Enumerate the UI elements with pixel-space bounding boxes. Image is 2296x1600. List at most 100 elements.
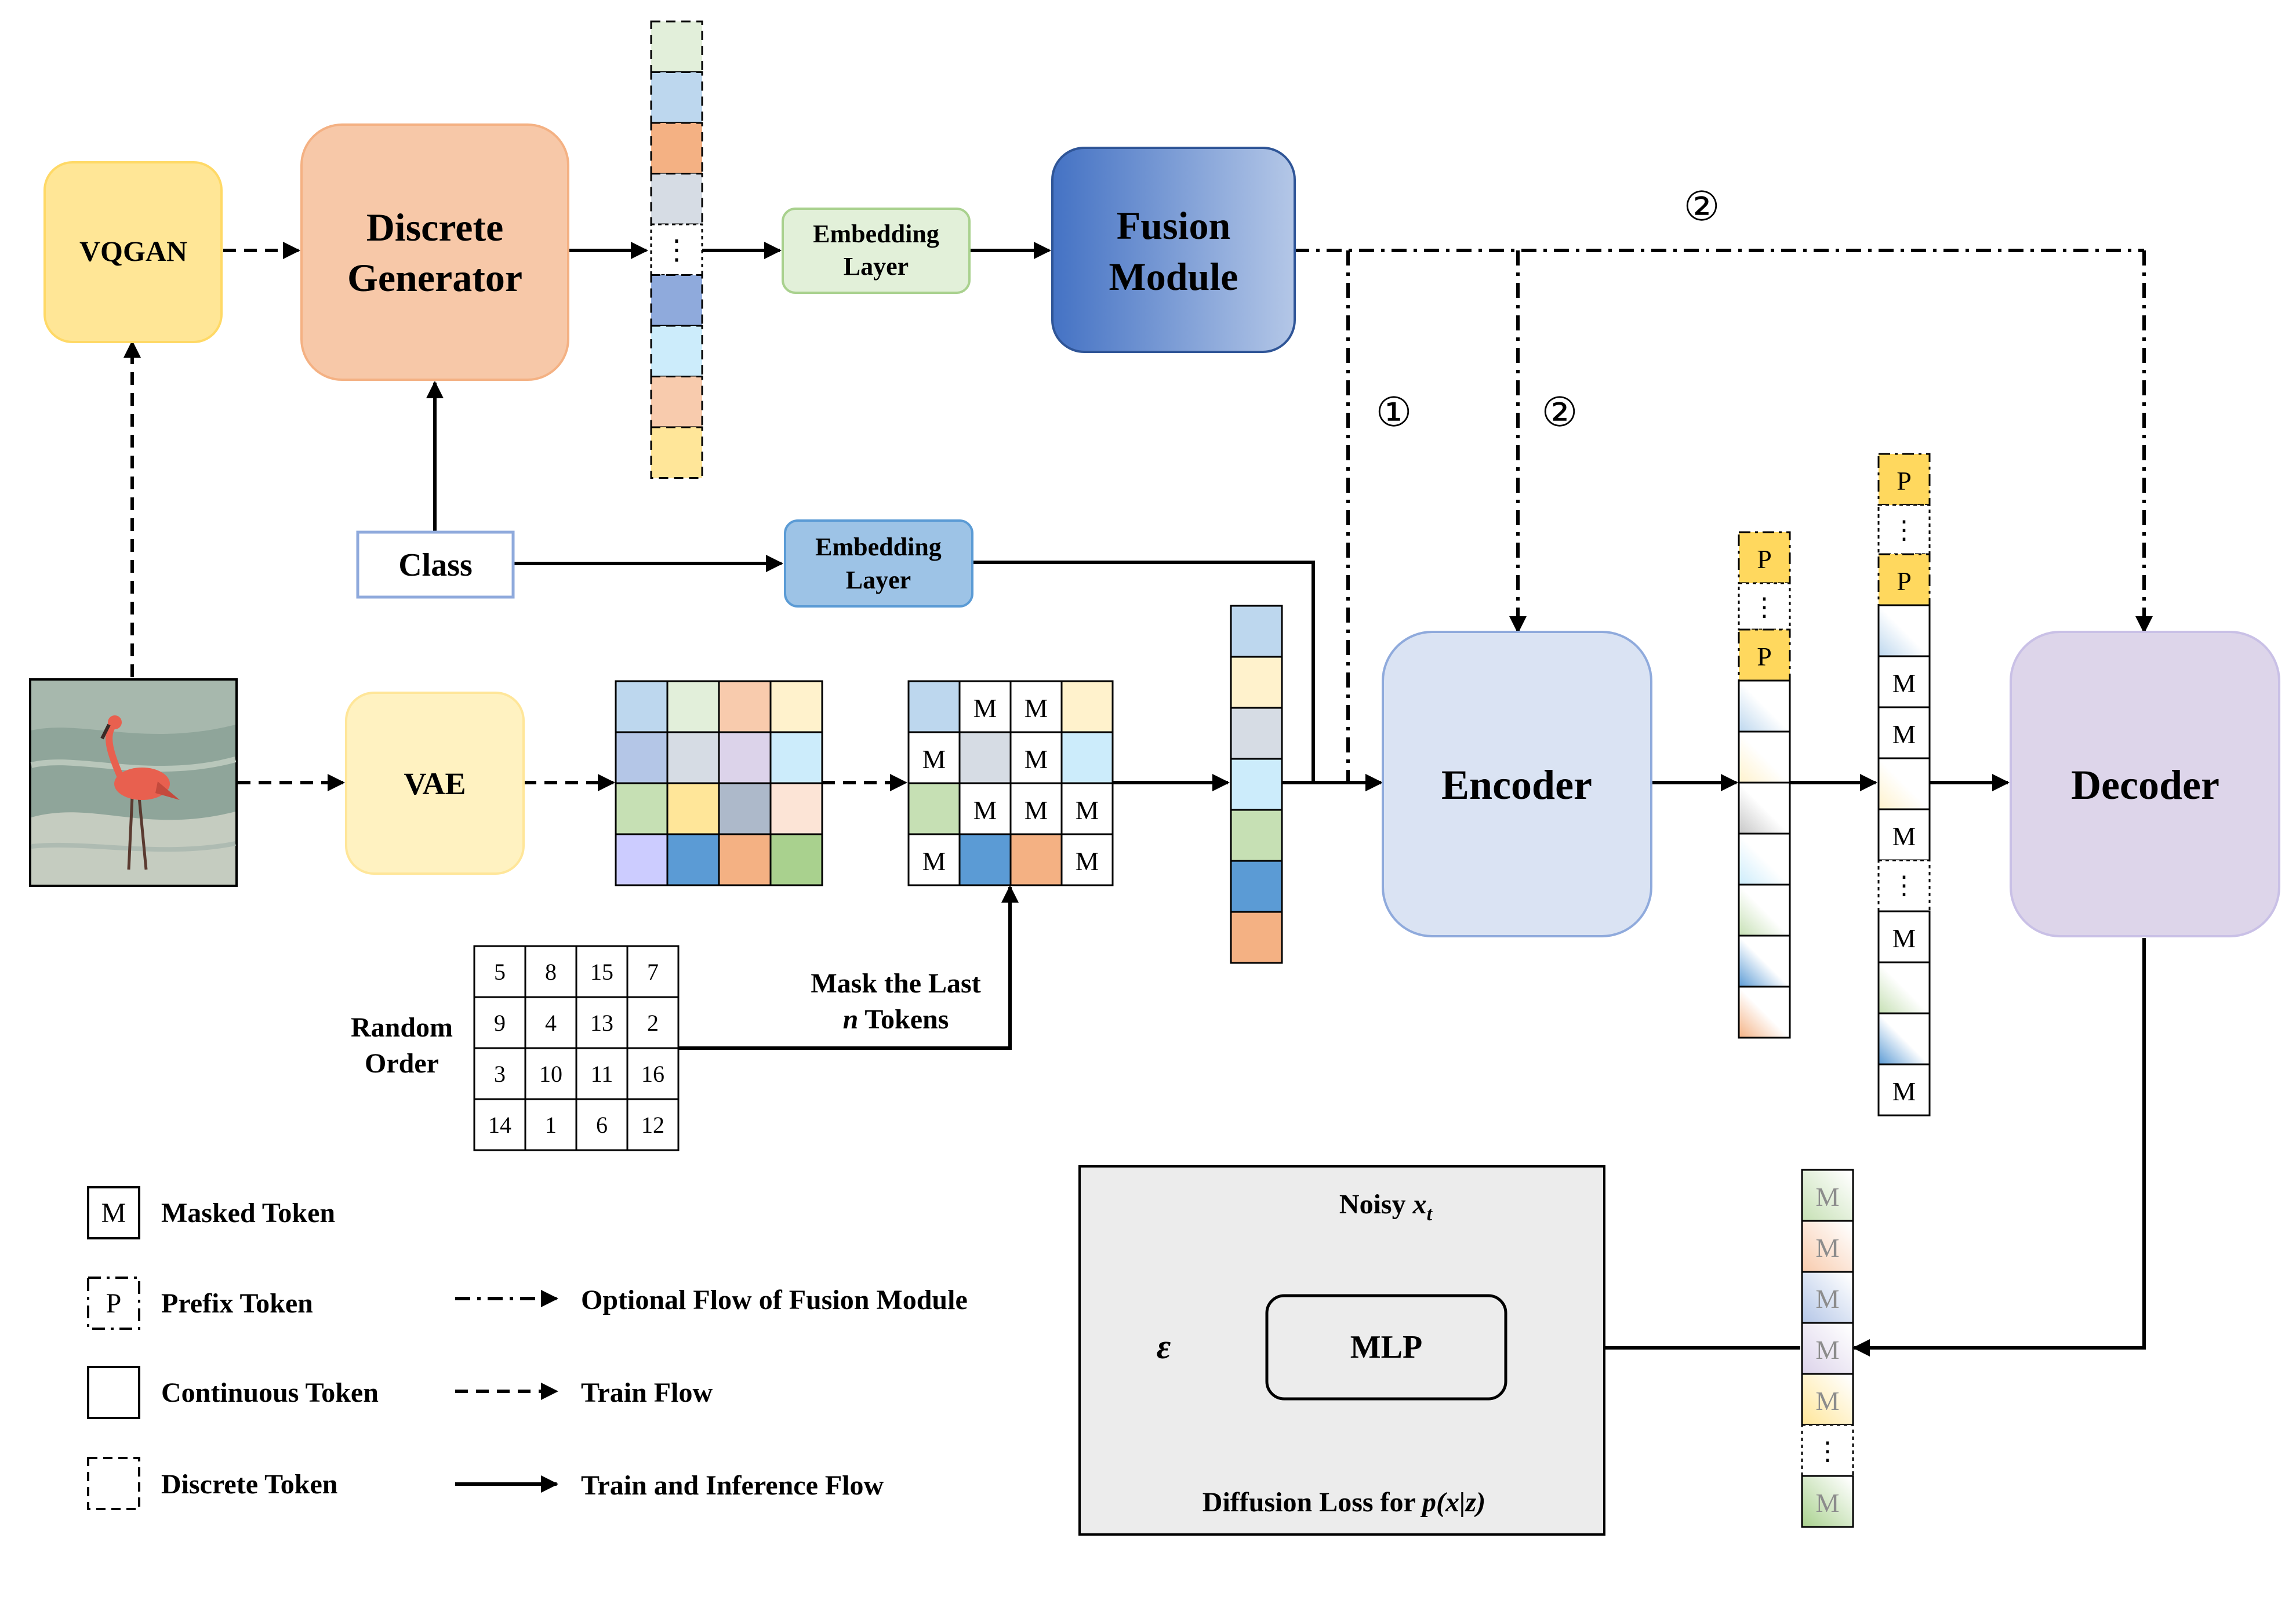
discrete-token-column: ⋮	[650, 20, 703, 479]
masked-token	[1060, 782, 1114, 835]
latent-token	[1801, 1475, 1854, 1528]
encoded-token	[1738, 730, 1791, 784]
continuous-token	[1230, 809, 1283, 862]
flow-decoder-to-latent	[1852, 938, 2146, 1357]
fusion-module-label-2: Module	[1109, 254, 1238, 299]
masked-token	[1877, 1063, 1931, 1117]
encoded-token	[1738, 986, 1791, 1039]
encoded-token	[1738, 883, 1791, 937]
latent-token-label: M	[1816, 1386, 1840, 1416]
discrete-generator-label-1: Discrete	[366, 205, 504, 249]
masked-token	[1877, 655, 1931, 708]
order-cell-value: 16	[641, 1061, 664, 1087]
vae-block: VAE	[345, 692, 525, 875]
prefix-token	[1877, 453, 1931, 506]
masked-token-label: M	[1025, 693, 1048, 723]
encoder-output-column: P⋮P	[1738, 531, 1791, 1039]
vae-label: VAE	[404, 766, 466, 801]
masked-token-label: M	[1076, 846, 1099, 876]
vae-token	[769, 731, 823, 784]
discrete-token	[650, 426, 703, 479]
order-cell	[626, 1047, 680, 1100]
order-cell-value: 2	[647, 1010, 659, 1036]
masked-token	[1877, 910, 1931, 963]
order-cell-value: 1	[545, 1112, 557, 1138]
random-order-label-2: Order	[365, 1048, 439, 1079]
continuous-token	[1230, 707, 1283, 760]
noisy-var: x	[1412, 1189, 1427, 1220]
masked-token-label: M	[1892, 923, 1916, 953]
order-cell	[626, 1098, 680, 1151]
continuous-token-column	[1230, 605, 1283, 964]
discrete-generator-block: Discrete Generator	[300, 123, 569, 381]
masked-token	[1009, 782, 1063, 835]
class-label: Class	[398, 547, 473, 583]
visible-token	[958, 833, 1012, 886]
order-cell-value: 8	[545, 959, 557, 985]
masked-token	[907, 833, 961, 886]
order-cell-value: 9	[494, 1010, 506, 1036]
vae-token	[769, 680, 823, 733]
order-cell-value: 6	[596, 1112, 608, 1138]
visible-token	[958, 731, 1012, 784]
discrete-token	[650, 122, 703, 174]
legend-prefix-token: Prefix Token	[161, 1288, 313, 1319]
masked-token-label: M	[922, 744, 946, 774]
vae-token	[615, 680, 669, 733]
order-cell	[626, 996, 680, 1049]
ellipsis-label: ⋮	[1891, 871, 1917, 900]
discrete-token	[650, 20, 703, 73]
latent-token-label: M	[1816, 1233, 1840, 1263]
ellipsis-label: ⋮	[1891, 516, 1917, 544]
masked-token-label: M	[1892, 719, 1916, 749]
visible-token	[1060, 731, 1114, 784]
prefix-token-label: P	[1757, 544, 1772, 574]
visible-token	[1060, 680, 1114, 733]
optional-flow-to-encoder-1	[1346, 250, 1383, 791]
ellipsis-token	[1877, 504, 1931, 555]
vae-token	[666, 782, 720, 835]
epsilon-label: ε	[1157, 1328, 1171, 1366]
latent-token-label: M	[1816, 1284, 1840, 1314]
latent-token	[1801, 1169, 1854, 1222]
order-cell-value: 11	[591, 1061, 613, 1087]
decoder-input-token	[1877, 604, 1931, 657]
vae-token-grid	[615, 680, 823, 886]
visible-token	[907, 782, 961, 835]
noisy-label-text: Noisy	[1339, 1189, 1413, 1220]
continuous-token	[1230, 758, 1283, 811]
order-cell	[575, 1098, 629, 1151]
vae-token	[615, 731, 669, 784]
vae-token	[718, 833, 772, 886]
vqgan-block: VQGAN	[43, 161, 223, 343]
embedding-layer-top: Embedding Layer	[782, 208, 971, 294]
vae-token	[718, 782, 772, 835]
continuous-token	[1230, 860, 1283, 913]
vae-token	[718, 680, 772, 733]
order-cell	[626, 945, 680, 998]
vae-token	[769, 833, 823, 886]
mask-caption-var: n	[843, 1004, 859, 1035]
mask-caption-line1: Mask the Last	[811, 968, 980, 999]
flow-marker-one: ①	[1376, 391, 1412, 435]
legend-continuous-swatch	[87, 1366, 140, 1419]
continuous-token	[1230, 656, 1283, 709]
order-cell-value: 3	[494, 1061, 506, 1087]
masked-token-label: M	[973, 693, 997, 723]
order-cell-value: 13	[590, 1010, 613, 1036]
encoder-block: Encoder	[1382, 631, 1652, 937]
order-cell-value: 15	[590, 959, 613, 985]
decoder-input-token	[1877, 1012, 1931, 1066]
masked-token	[1060, 833, 1114, 886]
mlp-block	[1265, 1294, 1507, 1401]
flamingo-image	[29, 678, 238, 887]
decoder-input-token	[1877, 961, 1931, 1014]
mask-caption-rest: Tokens	[858, 1004, 949, 1035]
masked-token-label: M	[922, 846, 946, 876]
discrete-ellipsis-label: ⋮	[663, 235, 691, 266]
